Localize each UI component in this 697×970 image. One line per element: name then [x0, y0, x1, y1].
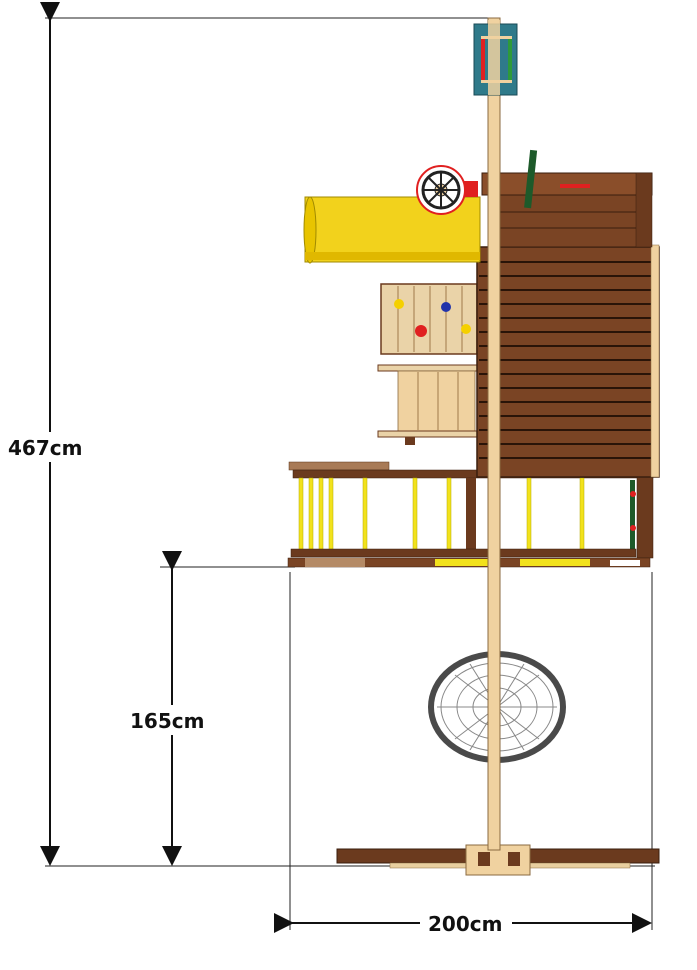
ground-beam	[336, 844, 660, 876]
steering-wheel	[416, 165, 478, 215]
clubhouse-upper	[481, 149, 653, 248]
hold-yellow-2	[461, 324, 471, 334]
hold-red-1	[415, 325, 427, 337]
dimension-lines: 467cm 165cm 200cm	[4, 2, 655, 938]
steering-handle	[524, 149, 538, 209]
platform-height-label: 165cm	[130, 709, 204, 733]
hold-blue-1	[441, 302, 451, 312]
hold-yellow-1	[394, 299, 404, 309]
top-sign-panel	[473, 20, 518, 96]
height-total-label: 467cm	[8, 436, 82, 460]
main-wall-slats	[476, 244, 660, 478]
climbing-wall	[377, 283, 479, 445]
lower-deck	[287, 461, 654, 568]
width-label: 200cm	[428, 912, 502, 936]
central-post	[487, 17, 501, 851]
